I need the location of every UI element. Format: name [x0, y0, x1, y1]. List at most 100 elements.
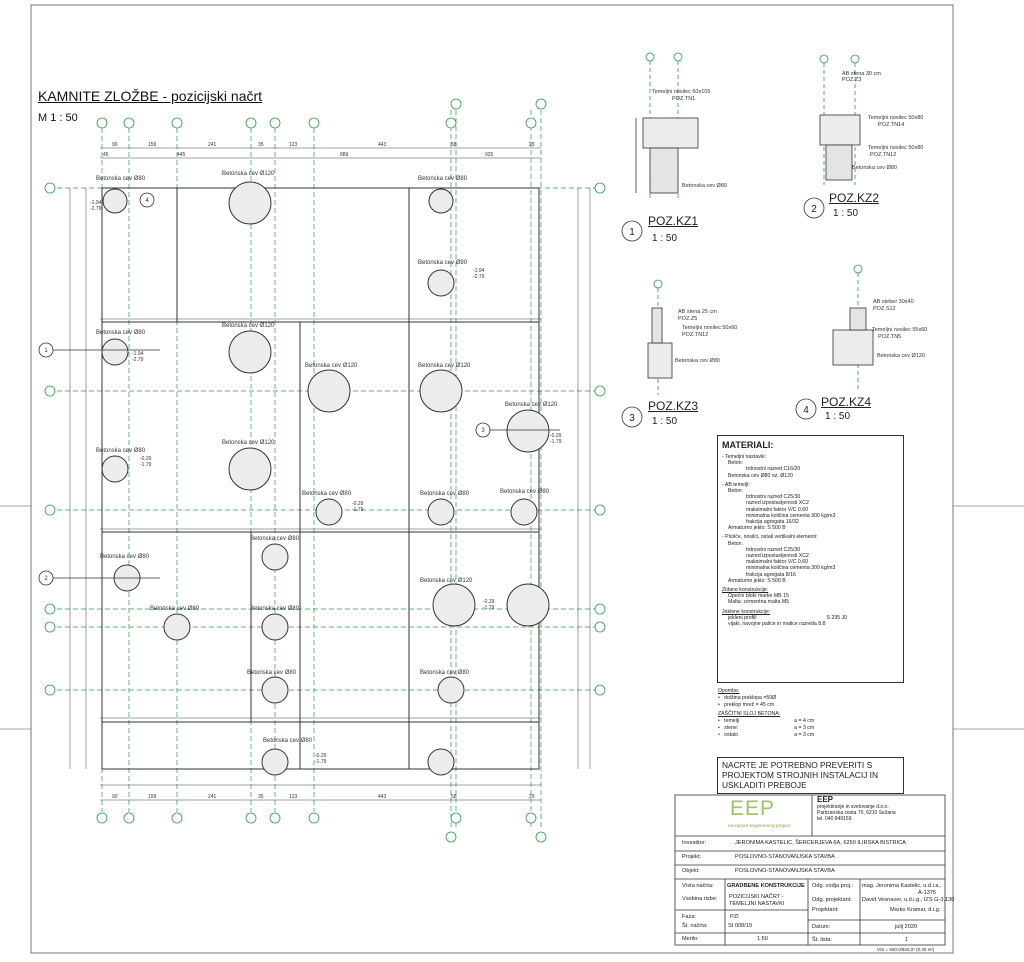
svg-text:Betonska cev Ø80: Betonska cev Ø80	[247, 670, 297, 676]
section-markers	[38, 192, 560, 586]
materials-line: Jeklene konstrukcije:	[722, 608, 771, 615]
detail-kz1	[635, 52, 699, 200]
projektant-label: Projektant:	[812, 907, 839, 913]
vsebina-value: POZICIJSKI NAČRT -	[729, 894, 784, 900]
materials-line: - AB temelji:	[722, 481, 750, 488]
foundation-outline	[101, 187, 540, 770]
svg-text:Betonska cev Ø80: Betonska cev Ø80	[263, 738, 313, 744]
svg-text:3: 3	[481, 428, 485, 434]
svg-text:45: 45	[103, 152, 109, 158]
svg-text:123: 123	[289, 794, 298, 800]
svg-text:Betonska cev Ø120: Betonska cev Ø120	[222, 171, 275, 177]
svg-text:-2.79: -2.79	[473, 274, 485, 280]
svg-text:-1.79: -1.79	[140, 462, 152, 468]
materials-line: minimalna količina cementa 300 kg/m3	[746, 565, 836, 572]
svg-text:Betonska cev Ø80: Betonska cev Ø80	[302, 491, 352, 497]
materials-line: Zidane konstrukcije:	[722, 587, 769, 594]
svg-text:-0.29: -0.29	[550, 433, 562, 439]
svg-text:POZ.S12: POZ.S12	[873, 306, 896, 312]
materials-line: trdnostni razred C25/30	[746, 546, 801, 553]
materials-line: - Plošče, nosilci, ostali vertikalni ele…	[722, 534, 818, 541]
materials-line: Beton:	[728, 488, 743, 495]
company-line: projektiranje in svetovanje d.o.o.	[817, 804, 889, 810]
faza-value: PZI	[730, 914, 739, 920]
svg-text:123: 123	[289, 142, 298, 148]
svg-text:-1.79: -1.79	[352, 507, 364, 513]
materials-line: Beton:	[728, 460, 743, 467]
odg-proj-value: David Vesnaver, u.d.i.g., IZS G-3.130	[862, 897, 955, 903]
svg-text:Betonska cev Ø80: Betonska cev Ø80	[250, 536, 300, 542]
pile-120	[506, 409, 550, 453]
detail-label-kz1: POZ.KZ1	[648, 214, 699, 228]
pile-80	[315, 498, 343, 526]
materials-line: trdnostni razred C25/30	[746, 494, 801, 501]
svg-text:Temeljni nosilec 50x80: Temeljni nosilec 50x80	[868, 145, 923, 151]
plan-scale: M 1 : 50	[38, 112, 78, 124]
detail-scale-kz1: 1 : 50	[652, 233, 678, 244]
svg-text:Betonska cev Ø80: Betonska cev Ø80	[100, 554, 150, 560]
pile-120	[419, 369, 463, 413]
svg-text:POZ.TN14: POZ.TN14	[878, 122, 904, 128]
svg-text:Temeljni nosilec 50x60: Temeljni nosilec 50x60	[682, 325, 737, 331]
materials-line: Armaturno jeklo: S 500 B	[728, 525, 786, 532]
st-nacrta-label: Št. načrta:	[682, 923, 708, 929]
pile-80	[261, 613, 289, 641]
detail-label-kz3: POZ.KZ3	[648, 399, 699, 413]
svg-text:Betonska cev Ø80: Betonska cev Ø80	[675, 358, 720, 364]
detail-circles	[621, 197, 825, 428]
svg-text:POZ.TN12: POZ.TN12	[870, 152, 896, 158]
detail-scale-kz3: 1 : 50	[652, 416, 678, 427]
svg-text:Betonska cev Ø80: Betonska cev Ø80	[96, 176, 146, 182]
svg-text:241: 241	[208, 794, 217, 800]
svg-text:3: 3	[629, 413, 635, 424]
st-nacrta-value: SI 008/19	[728, 923, 752, 929]
pile-80	[427, 748, 455, 776]
svg-text:-1.94: -1.94	[473, 268, 485, 274]
pile-80	[101, 338, 129, 366]
svg-text:58: 58	[451, 142, 457, 148]
plan-title: KAMNITE ZLOŽBE - pozicijski načrt	[38, 88, 263, 104]
materials-line: razred izpostavljenosti XC2	[746, 553, 809, 560]
svg-text:-0.29: -0.29	[140, 456, 152, 462]
svg-text:445: 445	[177, 152, 186, 158]
svg-text:Betonska cev Ø120: Betonska cev Ø120	[877, 353, 925, 359]
projekt-value: POSLOVNO-STANOVANJSKA STAVBA	[735, 854, 835, 860]
datum-value: julij 2020	[895, 924, 918, 930]
pile-80	[101, 455, 129, 483]
svg-text:Betonska cev Ø80: Betonska cev Ø80	[420, 491, 470, 497]
footer-info: V/S = 930,0/920,0* (0,40 m²)	[877, 947, 935, 952]
svg-text:Betonska cev Ø80: Betonska cev Ø80	[420, 670, 470, 676]
svg-text:-1.94: -1.94	[90, 200, 102, 206]
svg-text:29: 29	[529, 794, 535, 800]
svg-text:159: 159	[148, 142, 157, 148]
detail-notes: Temeljni nosilec 60x105 POZ.TN1 Betonska…	[652, 71, 927, 364]
materials-line: Betonska cev Ø80 oz. Ø120	[728, 472, 793, 479]
detail-label-kz2: POZ.KZ2	[829, 191, 880, 205]
warning-note: NACRTE JE POTREBNO PREVERITI S PROJEKTOM…	[717, 757, 904, 794]
materials-line: - Temeljni nastavki:	[722, 454, 767, 460]
title-block-lines	[674, 794, 946, 946]
pile-120	[228, 330, 272, 374]
materials-line: Armaturno jeklo: S 500 B	[728, 577, 786, 584]
vrsta-label: Vrsta načrta:	[682, 883, 714, 889]
svg-text:Temeljni nosilec 50x80: Temeljni nosilec 50x80	[868, 115, 923, 121]
svg-text:Betonska cev Ø80: Betonska cev Ø80	[150, 606, 200, 612]
cover-value: a = 3 cm	[794, 732, 815, 738]
cover-value: a = 3 cm	[794, 725, 815, 731]
detail-numbers: 1 2 3 4	[629, 204, 817, 424]
axis-bubbles	[44, 98, 606, 843]
st-lista-value: 1	[905, 937, 909, 943]
svg-text:-1.94: -1.94	[132, 351, 144, 357]
detail-kz2	[819, 54, 861, 185]
svg-text:POZ.TN5: POZ.TN5	[878, 334, 901, 340]
materials-box: MATERIALI: - Temeljni nastavki: Beton: t…	[717, 435, 904, 683]
svg-text:35: 35	[258, 142, 264, 148]
piles	[101, 181, 550, 776]
pile-80	[261, 676, 289, 704]
investitor-value: JERONIMA KASTELIC, ŠERCERJEVA 6A, 6250 I…	[735, 840, 906, 846]
vrsta-value: GRADBENE KONSTRUKCIJE	[727, 883, 805, 889]
svg-text:4: 4	[803, 405, 809, 416]
note-line: preklop mrež = 45 cm	[724, 702, 775, 708]
svg-text:1: 1	[629, 227, 635, 238]
svg-text:1: 1	[44, 348, 48, 354]
